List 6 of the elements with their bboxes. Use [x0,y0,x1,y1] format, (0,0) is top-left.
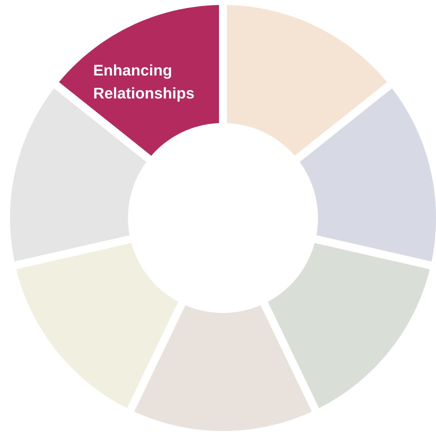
segment [268,243,430,408]
segment [16,243,178,408]
segment [300,88,436,262]
segment [227,5,387,156]
segment [134,305,312,431]
segment: Enhancing Relationships [59,5,219,156]
